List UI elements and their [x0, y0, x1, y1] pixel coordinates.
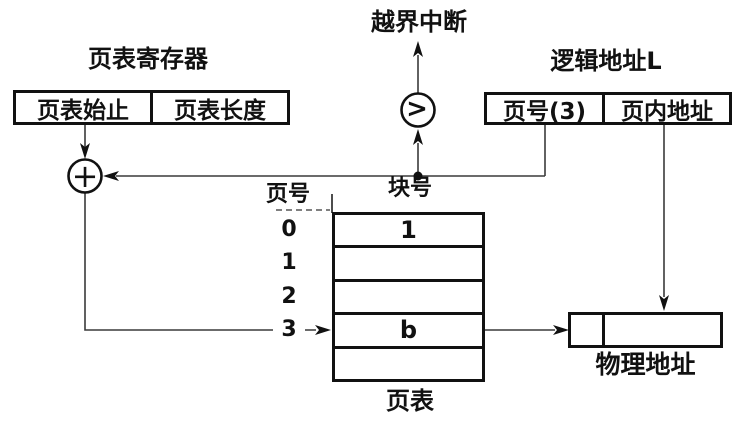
- logical-address-box: 页号(3) 页内地址: [484, 92, 732, 125]
- page-table-register-box: 页表始止 页表长度: [13, 90, 290, 125]
- page-table-row: 1: [400, 216, 417, 245]
- arrowhead-down-into-physical-icon: [659, 295, 669, 311]
- register-cell-start: 页表始止: [16, 93, 153, 122]
- register-cell-length: 页表长度: [174, 97, 266, 123]
- block-col-header: 块号: [387, 176, 432, 201]
- row-index-3: 3: [273, 317, 305, 343]
- register-title: 页表寄存器: [88, 45, 208, 73]
- page-table-label: 页表: [386, 387, 434, 415]
- logical-cell-pageno: 页号(3): [487, 95, 605, 122]
- row-index-0: 0: [281, 217, 297, 242]
- physical-address-label: 物理地址: [595, 350, 696, 379]
- logical-address-title: 逻辑地址L: [550, 47, 662, 75]
- page-table-row: [335, 345, 482, 379]
- page-table-row: [335, 245, 482, 278]
- physical-cell-block: [571, 315, 605, 345]
- row-index-2: 2: [281, 284, 297, 309]
- logical-cell-offset: 页内地址: [621, 98, 713, 123]
- physical-address-box: [568, 312, 723, 348]
- interrupt-label: 越界中断: [371, 8, 467, 36]
- arrowhead-up-into-comparator-icon: [413, 129, 423, 145]
- page-table-row: b: [335, 312, 482, 345]
- adder-circle-icon: [67, 158, 103, 194]
- arrowhead-left-into-adder-icon: [103, 171, 119, 181]
- page-table-box: 1 b: [332, 212, 485, 382]
- wire-adder-to-pagetable-row3: [84, 193, 316, 331]
- row-index-1: 1: [281, 250, 297, 275]
- page-table-row: [335, 278, 482, 312]
- junction-dot-icon: [413, 171, 423, 181]
- physical-cell-offset: [605, 315, 720, 345]
- comparator-gt-icon: >: [406, 93, 428, 124]
- arrowhead-up-interrupt-icon: [413, 41, 423, 57]
- comparator-circle-icon: [400, 92, 436, 128]
- page-col-header: 页号: [265, 182, 310, 207]
- arrowhead-right-into-physical-icon: [553, 325, 569, 335]
- arrowhead-right-into-pagetable-icon: [315, 325, 331, 335]
- adder-plus-icon: +: [71, 157, 99, 195]
- arrowhead-down-into-adder-icon: [80, 143, 90, 159]
